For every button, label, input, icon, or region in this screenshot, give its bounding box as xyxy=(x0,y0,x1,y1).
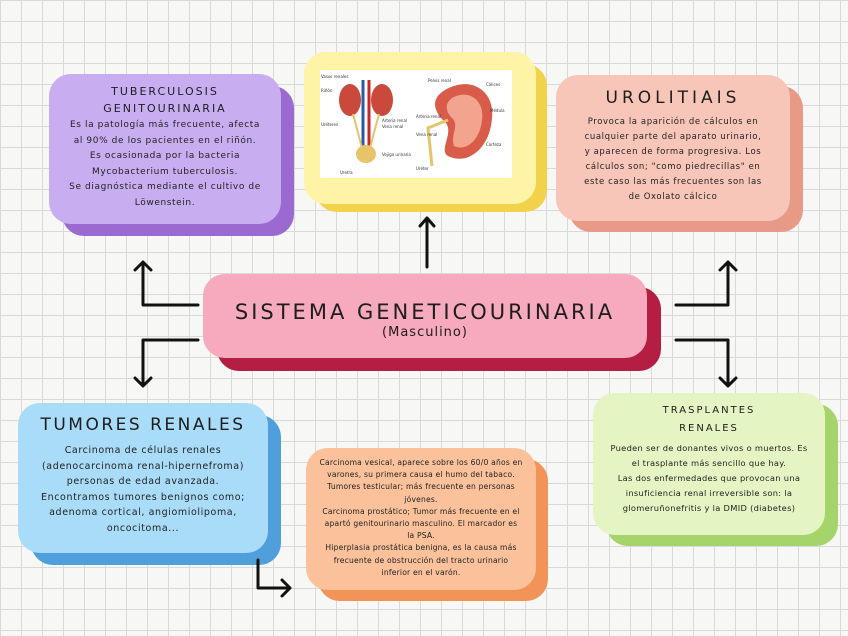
diagram-label: Vena renal xyxy=(416,132,437,137)
urinary-anatomy-illustration: Vasos renales Riñón Uréteres Arteria ren… xyxy=(320,70,512,178)
tuberculosis-title-line2: GENITOURINARIA xyxy=(103,102,227,115)
carcinoma-line: apartó genitourinario masculino. El marc… xyxy=(324,519,518,529)
urolitiais-line: este caso las más frecuentes son las xyxy=(584,177,762,187)
left-kidney-shape xyxy=(339,84,361,116)
trasplantes-body: Pueden ser de donantes vivos o muertos. … xyxy=(593,441,825,516)
trasplantes-line: Pueden ser de donantes vivos o muertos. … xyxy=(610,443,808,453)
urolitiais-line: cualquier parte del aparato urinario, xyxy=(584,132,762,142)
carcinoma-body: Carcinoma vesical, aparece sobre los 60/… xyxy=(306,457,536,579)
tuberculosis-line: Es ocasionada por la bacteria xyxy=(89,151,241,161)
trasplantes-title-line2: RENALES xyxy=(679,423,739,434)
diagram-label: Vasos renales xyxy=(321,74,348,79)
right-kidney-shape xyxy=(371,84,393,116)
tumores-line: Carcinoma de células renales xyxy=(64,445,222,456)
trasplantes-line: el trasplante más sencillo que hay. xyxy=(631,458,787,468)
carcinoma-line: jóvenes. xyxy=(404,494,438,504)
diagram-label: Uréteres xyxy=(321,122,338,127)
carcinoma-line: frecuente de obstrucción del tracto urin… xyxy=(333,555,509,565)
diagram-label: Arteria renal xyxy=(416,114,441,119)
tuberculosis-card: TUBERCULOSIS GENITOURINARIA Es la patolo… xyxy=(49,74,281,224)
tuberculosis-line: Se diagnóstica mediante el cultivo de xyxy=(69,182,261,192)
tuberculosis-line: al 90% de los pacientes en el riñón. xyxy=(73,135,257,146)
tuberculosis-line: Mycobacterium tuberculosis. xyxy=(92,166,238,177)
central-card: SISTEMA GENETICOURINARIA (Masculino) xyxy=(203,274,647,358)
urolitiais-title: UROLITIAIS xyxy=(605,88,741,108)
tumores-line: personas de edad avanzada. xyxy=(66,476,220,487)
trasplantes-card: TRASPLANTES RENALES Pueden ser de donant… xyxy=(593,393,825,535)
tumores-card: TUMORES RENALES Carcinoma de células ren… xyxy=(18,403,268,553)
trasplantes-line: Las dos enfermedades que provocan una xyxy=(617,473,801,483)
arrow-to-carcinoma xyxy=(256,558,292,598)
tuberculosis-line: Löwenstein. xyxy=(134,197,196,208)
tumores-line: adenoma cortical, angiomiolipoma, xyxy=(49,507,237,518)
carcinoma-card: Carcinoma vesical, aparece sobre los 60/… xyxy=(306,448,536,590)
diagram-label: Uréter xyxy=(416,166,429,171)
trasplantes-title-line1: TRASPLANTES xyxy=(662,405,756,416)
tumores-line: oncocitoma... xyxy=(106,522,180,534)
central-subtitle: (Masculino) xyxy=(382,325,468,340)
diagram-label: Vejiga urinaria xyxy=(382,152,411,157)
central-title: SISTEMA GENETICOURINARIA xyxy=(234,300,616,324)
tumores-line: (adenocarcinoma renal-hipernefroma) xyxy=(42,460,244,472)
diagram-label: Cálices xyxy=(486,82,500,87)
urolitiais-line: de Oxolato cálcico xyxy=(628,192,718,202)
arrow-to-urolitiais xyxy=(674,260,738,307)
bladder-shape xyxy=(356,145,376,163)
urolitiais-line: y aparecen de forma progresiva. Los xyxy=(584,147,762,157)
carcinoma-line: Carcinoma vesical, aparece sobre los 60/… xyxy=(319,458,523,467)
diagram-label: Uretra xyxy=(340,170,353,175)
carcinoma-line: Carcinoma prostático; Tumor más frecuent… xyxy=(322,506,520,516)
urolitiais-line: cálculos son; "como piedrecillas" en xyxy=(585,162,761,172)
trasplantes-line: insuficiencia renal irreversible son: la xyxy=(625,488,793,498)
trasplantes-line: glomeruñonefritis y la DMID (diabetes) xyxy=(622,503,796,513)
carcinoma-line: Hiperplasia prostática benigna, es la ca… xyxy=(325,543,517,553)
urolitiais-body: Provoca la aparición de cálculos en cual… xyxy=(556,115,790,205)
diagram-label: Arteria renal xyxy=(382,118,407,123)
tuberculosis-line: Es la patología más frecuente, afecta xyxy=(69,120,261,130)
carcinoma-line: inferior en el varón. xyxy=(381,567,461,577)
arrow-to-tuberculosis xyxy=(133,260,200,307)
urolitiais-line: Provoca la aparición de cálculos en xyxy=(587,117,759,127)
diagram-label: Vena renal xyxy=(382,124,403,129)
arrow-to-trasplantes xyxy=(674,338,738,388)
tumores-line: Encontramos tumores benignos como; xyxy=(41,491,245,503)
tumores-body: Carcinoma de células renales (adenocarci… xyxy=(18,443,268,536)
arrow-to-tumores xyxy=(133,338,200,388)
tuberculosis-title-line1: TUBERCULOSIS xyxy=(111,85,219,98)
urolitiais-card: UROLITIAIS Provoca la aparición de cálcu… xyxy=(556,75,790,221)
carcinoma-line: varones, su primera causa el humo del ta… xyxy=(327,470,515,480)
tuberculosis-body: Es la patología más frecuente, afecta al… xyxy=(49,118,281,211)
arrow-to-anatomy xyxy=(418,216,436,269)
diagram-label: Pelvis renal xyxy=(428,78,451,83)
tumores-title: TUMORES RENALES xyxy=(40,415,246,435)
diagram-label: Corteza xyxy=(486,142,502,147)
carcinoma-line: Tumores testicular; más frecuente en per… xyxy=(327,482,515,492)
diagram-label: Riñón xyxy=(321,88,333,93)
carcinoma-line: la PSA. xyxy=(407,531,435,541)
diagram-label: Médula xyxy=(490,108,505,113)
